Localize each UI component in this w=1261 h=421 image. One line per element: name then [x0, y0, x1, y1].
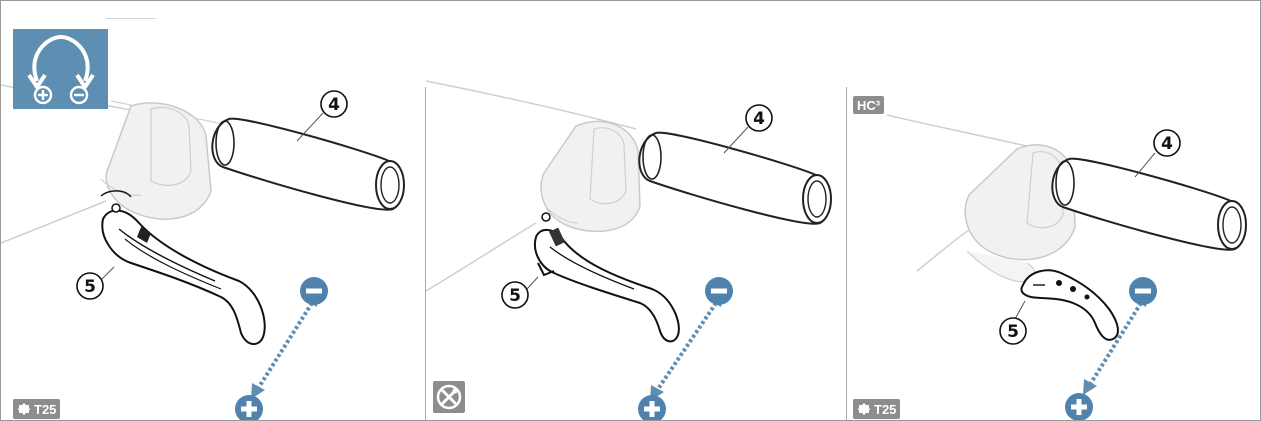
torx-icon — [857, 402, 871, 416]
panel-2-drawing: 4 5 — [426, 1, 846, 420]
handlebar-grip — [1052, 159, 1246, 250]
plus-icon — [235, 395, 263, 420]
panel-3-drawing: 4 5 — [847, 1, 1260, 420]
reach-adjust-icon — [13, 29, 108, 109]
callout-4-label: 4 — [753, 109, 765, 129]
header-rule — [106, 18, 156, 19]
panel-2: 4 5 — [426, 1, 846, 420]
panel-1: 4 5 — [1, 1, 425, 420]
callout-5-label: 5 — [509, 286, 521, 306]
brake-lever-blade — [535, 213, 679, 341]
callout-5-label: 5 — [84, 277, 96, 297]
hc3-badge: HC³ — [853, 96, 884, 114]
handlebar-grip — [639, 133, 831, 224]
tool-size-label: T25 — [34, 402, 56, 417]
callout-4-label: 4 — [328, 95, 340, 115]
wrench-screwdriver-icon — [433, 381, 465, 413]
hc3-label: HC³ — [857, 98, 880, 113]
plus-icon — [638, 395, 666, 420]
torx-tool-badge: T25 — [13, 399, 60, 419]
brake-lever-blade — [1021, 270, 1118, 340]
minus-icon — [1129, 277, 1157, 305]
tool-size-label: T25 — [874, 402, 896, 417]
torx-tool-badge: T25 — [853, 399, 900, 419]
callout-5-label: 5 — [1007, 322, 1019, 342]
torx-icon — [17, 402, 31, 416]
minus-icon — [705, 277, 733, 305]
plus-icon — [1065, 393, 1093, 420]
handlebar-grip — [212, 119, 404, 210]
minus-icon — [300, 277, 328, 305]
panel-3: 4 5 HC³ T25 — [847, 1, 1260, 420]
callout-4-label: 4 — [1161, 134, 1173, 154]
